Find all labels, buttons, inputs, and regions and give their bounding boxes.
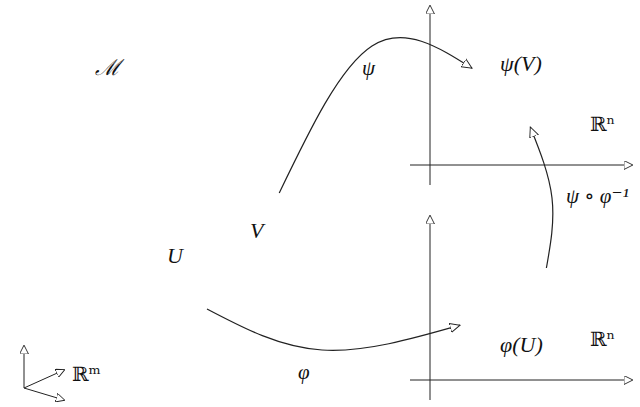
chart-image-v: ψ(V) bbox=[472, 43, 578, 127]
axis-line bbox=[410, 380, 632, 381]
region-fill bbox=[196, 191, 302, 289]
overlap-fill bbox=[467, 71, 587, 138]
region-label: V bbox=[250, 218, 263, 244]
torus-hole bbox=[157, 106, 250, 171]
torus-body bbox=[0, 0, 394, 365]
axis-line bbox=[410, 165, 632, 166]
chart-domain-v: V bbox=[195, 190, 303, 290]
region-border bbox=[473, 44, 577, 126]
space-label: ℝⁿ bbox=[590, 327, 615, 351]
map-label: φ bbox=[298, 360, 310, 384]
region-border bbox=[461, 269, 579, 371]
chart-domain-u: U bbox=[127, 207, 227, 310]
space-label: ℝⁿ bbox=[590, 112, 615, 136]
region-label: ψ(V) bbox=[500, 51, 542, 77]
region-border bbox=[196, 191, 302, 289]
torus-hole-rim bbox=[138, 92, 262, 187]
overlap-border bbox=[467, 71, 587, 118]
overlap-fill bbox=[455, 263, 560, 323]
region-fill bbox=[461, 269, 579, 371]
region-label: ℳ bbox=[95, 55, 120, 81]
region-fill bbox=[128, 208, 226, 309]
chart-map-arrow bbox=[207, 309, 460, 350]
axis-line bbox=[24, 370, 64, 388]
axis-line bbox=[24, 388, 64, 400]
ellipse-outline bbox=[195, 190, 303, 290]
space-label: ℝᵐ bbox=[72, 362, 101, 386]
chart-image-u: φ(U) bbox=[460, 268, 580, 372]
chart-map-arrow bbox=[279, 38, 472, 193]
region-fill bbox=[473, 44, 577, 126]
axis-line bbox=[430, 6, 431, 185]
map-label: ψ ∘ φ⁻¹ bbox=[566, 184, 629, 208]
torus-outline bbox=[40, 25, 345, 320]
chart-map-arrow bbox=[530, 127, 553, 268]
map-label: ψ bbox=[362, 56, 375, 80]
region-label: φ(U) bbox=[500, 332, 543, 358]
overlap-border bbox=[455, 263, 560, 323]
region-border bbox=[128, 208, 226, 309]
axis-line bbox=[430, 216, 431, 400]
axis-line bbox=[24, 346, 25, 388]
manifold-torus: ℳ U V bbox=[40, 25, 345, 320]
region-label: U bbox=[167, 243, 183, 269]
